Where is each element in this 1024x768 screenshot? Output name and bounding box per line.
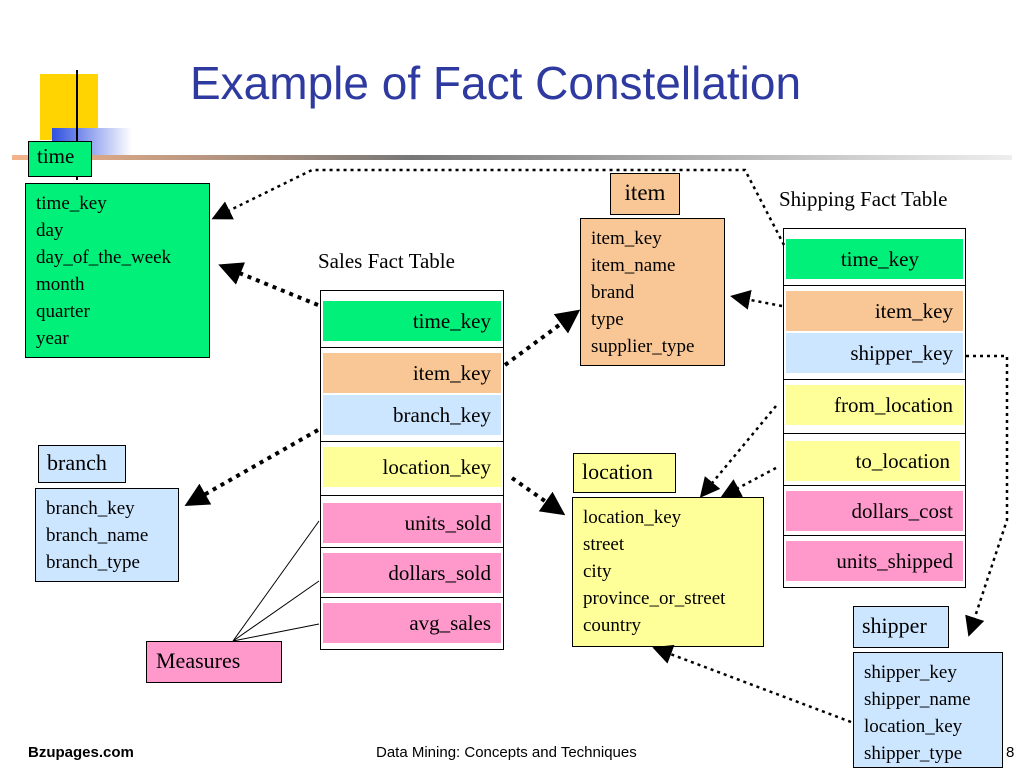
table-attribute: year: [36, 328, 69, 349]
link-sales-item: [503, 309, 581, 367]
location-dimension-table: location_key street city province_or_str…: [572, 497, 764, 647]
table-attribute: type: [591, 309, 624, 330]
measures-line-avg: [232, 623, 320, 642]
table-attribute: day: [36, 220, 64, 241]
link-sales-time: [218, 262, 319, 307]
branch-dimension-table: branch_key branch_name branch_type: [35, 488, 179, 582]
row-divider: [784, 379, 965, 380]
fact-field-branch-key: branch_key: [323, 395, 501, 435]
fact-field-shipper-key: shipper_key: [786, 333, 963, 373]
table-attribute: branch_key: [46, 498, 135, 519]
branch-label: branch: [38, 445, 126, 483]
table-attribute: month: [36, 274, 85, 295]
fact-field-dollars-sold: dollars_sold: [323, 553, 501, 593]
table-attribute: branch_type: [46, 552, 140, 573]
table-attribute: brand: [591, 282, 635, 303]
shipping-fact-caption: Shipping Fact Table: [779, 187, 948, 211]
fact-field-dollars-cost: dollars_cost: [786, 491, 963, 531]
table-attribute: shipper_name: [864, 689, 971, 710]
measures-label: Measures: [146, 641, 282, 683]
table-attribute: shipper_type: [864, 743, 963, 764]
table-attribute: time_key: [36, 193, 107, 214]
item-dimension-table: item_key item_name brand type supplier_t…: [580, 218, 725, 366]
sales-fact-caption: Sales Fact Table: [318, 249, 455, 273]
fact-field-units-shipped: units_shipped: [786, 541, 963, 581]
location-label: location: [573, 453, 676, 493]
shipper-dimension-table: shipper_key shipper_name location_key sh…: [853, 652, 1003, 768]
shipper-label: shipper: [853, 606, 949, 648]
item-label: item: [610, 173, 680, 215]
link-shipping-item: [730, 289, 783, 310]
link-sales-branch: [184, 428, 319, 506]
row-divider: [321, 347, 503, 348]
footer-course-title: Data Mining: Concepts and Techniques: [376, 744, 637, 761]
footer-site: Bzupages.com: [28, 744, 134, 761]
table-attribute: shipper_key: [864, 662, 957, 683]
link-shipping-shipper: [965, 354, 1009, 637]
table-attribute: item_key: [591, 228, 662, 249]
time-label: time: [28, 141, 92, 177]
row-divider: [784, 285, 965, 286]
fact-field-from-location: from_location: [786, 385, 963, 425]
row-divider: [321, 495, 503, 496]
fact-field-avg-sales: avg_sales: [323, 603, 501, 643]
link-sales-location: [510, 476, 566, 516]
link-shipping-from-location: [699, 405, 777, 498]
fact-field-location-key: location_key: [323, 447, 501, 487]
table-attribute: city: [583, 561, 612, 582]
shipping-fact-table: time_key item_key shipper_key from_locat…: [783, 228, 966, 588]
row-divider: [321, 597, 503, 598]
fact-field-item-key: item_key: [786, 291, 963, 331]
fact-field-item-key: item_key: [323, 353, 501, 393]
decor-vertical-line: [76, 70, 78, 180]
table-attribute: supplier_type: [591, 336, 695, 357]
row-divider: [321, 441, 503, 442]
table-attribute: province_or_street: [583, 588, 726, 609]
decor-horizontal-line: [12, 155, 1012, 160]
table-attribute: item_name: [591, 255, 676, 276]
row-divider: [784, 535, 965, 536]
fact-field-time-key: time_key: [786, 239, 963, 279]
link-shipper-location: [652, 644, 852, 724]
table-attribute: day_of_the_week: [36, 247, 172, 268]
row-divider: [784, 433, 965, 434]
fact-field-to-location: to_location: [786, 441, 960, 481]
measures-line-dollars: [232, 580, 320, 642]
table-attribute: branch_name: [46, 525, 149, 546]
fact-field-units-sold: units_sold: [323, 503, 501, 543]
table-attribute: location_key: [864, 716, 963, 737]
time-dimension-table: time_key day day_of_the_week month quart…: [25, 183, 210, 358]
table-attribute: country: [583, 615, 642, 636]
link-shipping-time: [211, 168, 786, 246]
link-shipping-to-location: [720, 466, 777, 498]
table-attribute: location_key: [583, 507, 682, 528]
row-divider: [784, 485, 965, 486]
footer-page-number: 8: [1006, 744, 1015, 761]
row-divider: [321, 547, 503, 548]
table-attribute: quarter: [36, 301, 90, 322]
page-title: Example of Fact Constellation: [190, 57, 802, 109]
measures-line-units: [232, 520, 320, 642]
fact-field-time-key: time_key: [323, 301, 501, 341]
table-attribute: street: [583, 534, 625, 555]
sales-fact-table: time_key item_key branch_key location_ke…: [320, 290, 504, 650]
